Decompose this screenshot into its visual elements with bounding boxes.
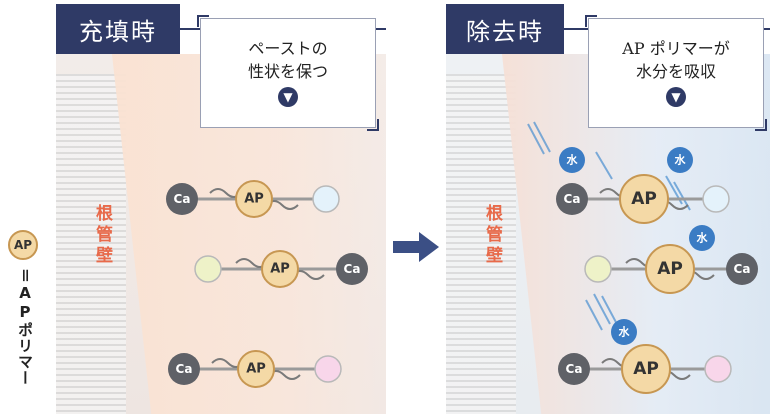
arrow-down-circle-icon: ▼ xyxy=(666,87,686,107)
panel-title: 除去時 xyxy=(466,17,544,46)
end-group xyxy=(704,355,732,383)
ap-polymer xyxy=(261,250,299,288)
water-label: 水 xyxy=(619,325,631,339)
calcium-ion xyxy=(336,253,368,285)
arrow-down-circle-icon: ▼ xyxy=(278,87,298,107)
calcium-ion xyxy=(726,253,758,285)
ap-molecule: Ca AP xyxy=(194,250,368,288)
water-label: 水 xyxy=(697,231,709,245)
callout-box: AP ポリマーが 水分を吸収 ▼ xyxy=(585,15,767,131)
ap-polymer xyxy=(621,344,671,394)
ap-molecule: Ca AP xyxy=(556,174,730,224)
water-streak xyxy=(593,293,611,325)
panel-header: 充填時 xyxy=(56,4,180,54)
water-streak xyxy=(595,151,613,180)
ap-molecule: Ca AP xyxy=(166,180,340,218)
end-group xyxy=(312,185,340,213)
water-droplet xyxy=(689,225,715,251)
calcium-ion xyxy=(168,353,200,385)
end-group xyxy=(194,255,222,283)
ap-label: AP xyxy=(270,262,290,277)
water-droplet xyxy=(559,147,585,173)
end-group xyxy=(584,255,612,283)
callout-text: ペーストの 性状を保つ xyxy=(247,39,328,81)
water-label: 水 xyxy=(675,153,687,167)
calcium-label: Ca xyxy=(564,192,581,206)
ap-label: AP xyxy=(246,362,266,377)
callout-text: AP ポリマーが 水分を吸収 xyxy=(622,39,730,81)
water-droplet xyxy=(611,319,637,345)
tooth-texture xyxy=(56,74,126,414)
panel-header: 除去時 xyxy=(446,4,564,54)
ap-polymer xyxy=(645,244,695,294)
calcium-ion xyxy=(558,353,590,385)
water-droplet xyxy=(667,147,693,173)
water-label: 水 xyxy=(567,153,579,167)
calcium-label: Ca xyxy=(734,262,751,276)
ap-legend: AP ＝APポリマー xyxy=(4,228,46,414)
end-group xyxy=(314,355,342,383)
arrow-right-icon xyxy=(393,232,439,262)
end-group xyxy=(702,185,730,213)
ap-label: AP xyxy=(633,359,659,379)
ap-polymer xyxy=(237,350,275,388)
calcium-label: Ca xyxy=(174,192,191,206)
ap-molecule: Ca AP xyxy=(168,350,342,388)
callout-box: ペーストの 性状を保つ ▼ xyxy=(197,15,379,131)
ap-label: AP xyxy=(244,192,264,207)
ap-label: AP xyxy=(631,189,657,209)
ap-molecule: Ca AP xyxy=(558,344,732,394)
panel-title: 充填時 xyxy=(79,17,157,46)
tooth-texture xyxy=(446,74,516,414)
water-streak xyxy=(533,121,551,153)
calcium-label: Ca xyxy=(344,262,361,276)
wall-label: 根管壁 xyxy=(92,204,112,267)
wall-label: 根管壁 xyxy=(482,204,502,267)
water-streak xyxy=(527,123,545,155)
ap-label: AP xyxy=(657,259,683,279)
calcium-ion xyxy=(166,183,198,215)
legend-ap-text: ＝APポリマー xyxy=(16,268,34,386)
ap-polymer xyxy=(619,174,669,224)
water-streak xyxy=(585,299,603,331)
legend-ap-symbol: AP xyxy=(8,230,38,260)
water-streak xyxy=(601,295,619,327)
calcium-label: Ca xyxy=(566,362,583,376)
ap-polymer xyxy=(235,180,273,218)
ap-molecule: Ca AP xyxy=(584,244,758,294)
calcium-label: Ca xyxy=(176,362,193,376)
calcium-ion xyxy=(556,183,588,215)
